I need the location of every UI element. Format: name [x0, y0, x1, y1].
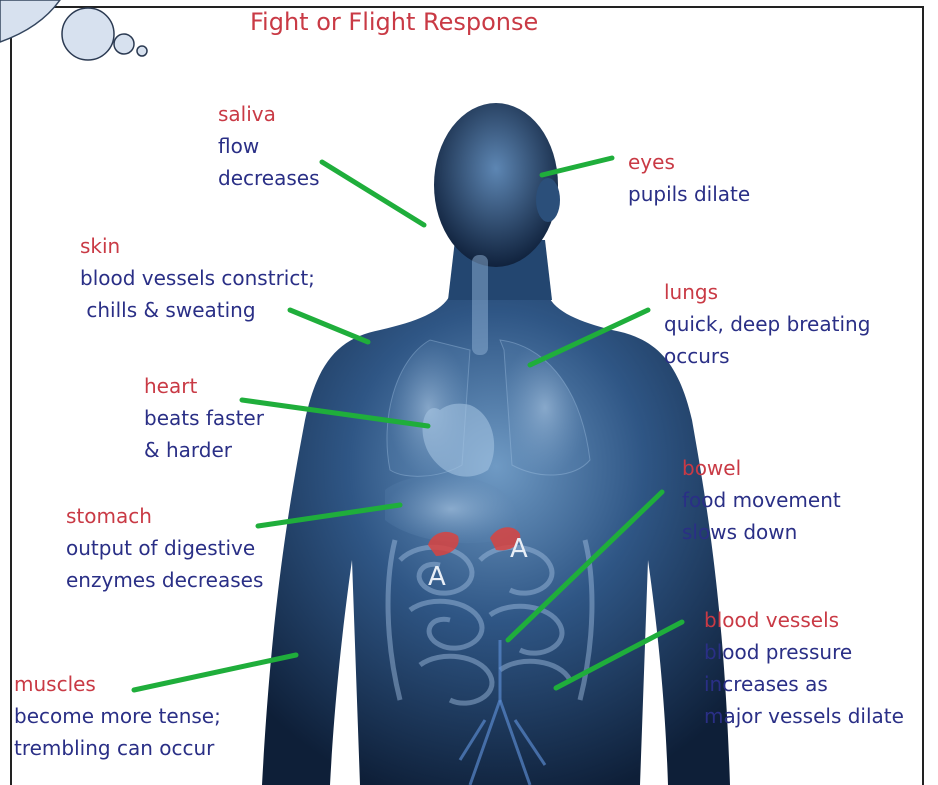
annotation-heart: heart beats faster & harder: [144, 370, 264, 466]
annotation-muscles: muscles become more tense; trembling can…: [14, 668, 221, 764]
effect-text: output of digestive enzymes decreases: [66, 532, 263, 596]
organ-label: eyes: [628, 146, 750, 178]
organ-label: bowel: [682, 452, 841, 484]
organ-label: lungs: [664, 276, 870, 308]
leader-saliva: [322, 162, 424, 225]
organ-label: saliva: [218, 98, 319, 130]
organ-label: skin: [80, 230, 315, 262]
adrenal-label-left: A: [428, 562, 446, 592]
organ-label: blood vessels: [704, 604, 904, 636]
organ-label: heart: [144, 370, 264, 402]
annotation-skin: skin blood vessels constrict; chills & s…: [80, 230, 315, 326]
annotation-eyes: eyes pupils dilate: [628, 146, 750, 210]
effect-text: become more tense; trembling can occur: [14, 700, 221, 764]
annotation-blood-vessels: blood vessels blood pressure increases a…: [704, 604, 904, 732]
annotation-lungs: lungs quick, deep breating occurs: [664, 276, 870, 372]
effect-text: pupils dilate: [628, 178, 750, 210]
annotation-saliva: saliva flow decreases: [218, 98, 319, 194]
effect-text: flow decreases: [218, 130, 319, 194]
annotation-stomach: stomach output of digestive enzymes decr…: [66, 500, 263, 596]
organ-label: muscles: [14, 668, 221, 700]
effect-text: beats faster & harder: [144, 402, 264, 466]
adrenal-label-right: A: [510, 534, 528, 564]
thought-bubble: [0, 0, 147, 60]
diagram-title: Fight or Flight Response: [250, 8, 538, 36]
effect-text: quick, deep breating occurs: [664, 308, 870, 372]
effect-text: food movement slows down: [682, 484, 841, 548]
effect-text: blood pressure increases as major vessel…: [704, 636, 904, 732]
annotation-bowel: bowel food movement slows down: [682, 452, 841, 548]
effect-text: blood vessels constrict; chills & sweati…: [80, 262, 315, 326]
organ-label: stomach: [66, 500, 263, 532]
